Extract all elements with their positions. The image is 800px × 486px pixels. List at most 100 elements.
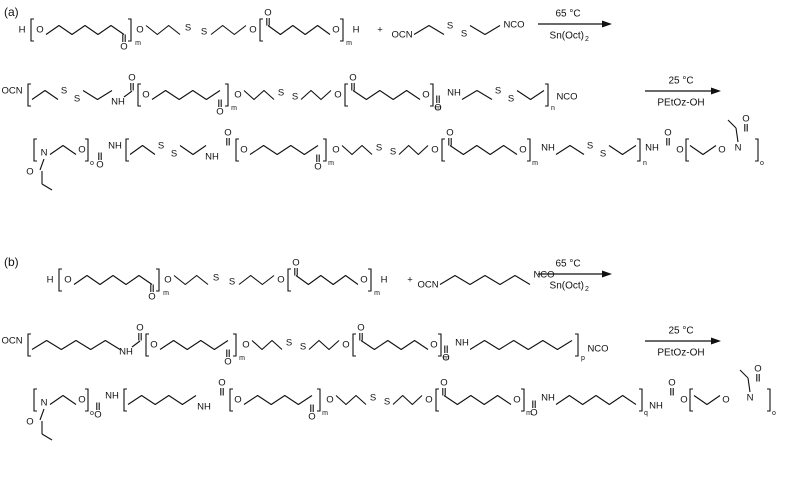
repeat-bracket [689, 388, 693, 412]
arrow-head [602, 20, 612, 28]
bond [39, 408, 45, 421]
alkyl-chain [469, 339, 573, 351]
ether-oxygen: O [430, 340, 437, 351]
sulfur-atom: S [229, 277, 235, 288]
carbonyl-oxygen: O [742, 114, 749, 125]
repeat-bracket [27, 333, 31, 357]
amide-nh: NH [649, 401, 663, 412]
carbonyl-oxygen: O [664, 128, 671, 139]
alkyl-chain [360, 339, 429, 351]
carbonyl-oxygen: O [224, 128, 231, 139]
sulfur-atom: S [447, 21, 453, 32]
isocyanate-group: OCN [417, 280, 438, 291]
repeat-subscript: m [328, 160, 334, 167]
repeat-bracket [137, 83, 141, 107]
repeat-bracket [85, 388, 89, 412]
panel-label: (b) [4, 255, 19, 269]
ester-oxygen: O [136, 25, 143, 36]
bond [131, 340, 141, 348]
repeat-subscript: o [90, 160, 94, 167]
repeat-bracket [438, 333, 442, 357]
alkyl-chain [608, 145, 637, 156]
sulfur-atom: S [508, 94, 514, 105]
ether-oxygen: O [360, 275, 367, 286]
end-hydrogen: H [47, 275, 54, 286]
carbonyl-oxygen: O [292, 258, 299, 269]
repeat-bracket [156, 268, 160, 292]
plus-sign: + [377, 25, 383, 36]
bond [41, 183, 53, 191]
alkyl-chain [392, 394, 423, 406]
arrow-head [602, 270, 612, 278]
sulfur-atom: S [185, 23, 191, 34]
alkyl-chain [693, 395, 721, 406]
ester-oxygen: O [326, 395, 333, 406]
isocyanate-end: OCN [1, 86, 22, 97]
ester-oxygen: O [242, 340, 249, 351]
end-hydrogen: H [353, 25, 360, 36]
ether-oxygen: O [240, 145, 247, 156]
alkyl-chain [173, 274, 209, 286]
repeat-bracket [128, 18, 132, 42]
amide-nh: NH [119, 347, 133, 358]
repeat-bracket [435, 388, 439, 412]
repeat-subscript: o [772, 410, 776, 417]
arrow-head [711, 337, 721, 345]
ester-oxygen: O [332, 145, 339, 156]
carbonyl-oxygen: O [668, 378, 675, 389]
carbonyl-oxygen: O [216, 107, 223, 118]
alkyl-chain [159, 339, 229, 351]
sulfur-atom: S [600, 149, 606, 160]
repeat-subscript: m [231, 105, 237, 112]
alkyl-chain [461, 89, 493, 100]
repeat-subscript: m [532, 160, 538, 167]
alkyl-chain [82, 90, 113, 101]
repeat-subscript: m [239, 355, 245, 362]
ether-oxygen: O [36, 25, 43, 36]
amide-nh: NH [105, 391, 119, 402]
repeat-bracket [259, 18, 263, 42]
repeat-bracket [233, 333, 237, 357]
catalyst-subscript: 2 [585, 286, 589, 293]
alkyl-chain [31, 89, 59, 100]
repeat-bracket [639, 388, 643, 412]
carbonyl-oxygen: O [440, 378, 447, 389]
sulfur-atom: S [158, 141, 164, 152]
alkyl-chain [129, 144, 156, 155]
isocyanate-group: NCO [503, 20, 524, 31]
oxazoline-nitrogen: N [747, 393, 754, 404]
carbonyl-oxygen: O [128, 73, 135, 84]
repeat-subscript: n [551, 105, 555, 112]
amide-nh: NH [197, 402, 211, 413]
repeat-bracket [123, 388, 127, 412]
alkyl-chain [295, 274, 359, 286]
repeat-subscript: m [322, 410, 328, 417]
alkyl-chain [308, 339, 340, 351]
isocyanate-end: OCN [1, 336, 22, 347]
repeat-subscript: q [644, 410, 648, 417]
bond [727, 119, 737, 129]
repeat-bracket [545, 83, 549, 107]
sulfur-atom: S [376, 143, 382, 154]
isocyanate-end: NCO [587, 344, 608, 355]
ether-oxygen: O [513, 395, 520, 406]
plus-sign: + [407, 275, 413, 286]
repeat-bracket [637, 138, 641, 162]
ether-oxygen: O [64, 275, 71, 286]
alkyl-chain [267, 24, 331, 36]
step1-catalyst: Sn(Oct) [550, 31, 584, 42]
bond [41, 433, 53, 441]
amide-nh: NH [455, 338, 469, 349]
alkyl-chain [352, 89, 421, 101]
reaction-arrow-step1: 65 °CSn(Oct)2 [538, 259, 612, 293]
ether-oxygen: O [142, 90, 149, 101]
repeat-bracket [85, 138, 89, 162]
repeat-bracket [27, 83, 31, 107]
step1-temperature: 65 °C [555, 259, 580, 270]
alkyl-chain [49, 394, 77, 405]
repeat-bracket [225, 83, 229, 107]
ether-oxygen: O [150, 340, 157, 351]
alkyl-chain [73, 274, 153, 286]
